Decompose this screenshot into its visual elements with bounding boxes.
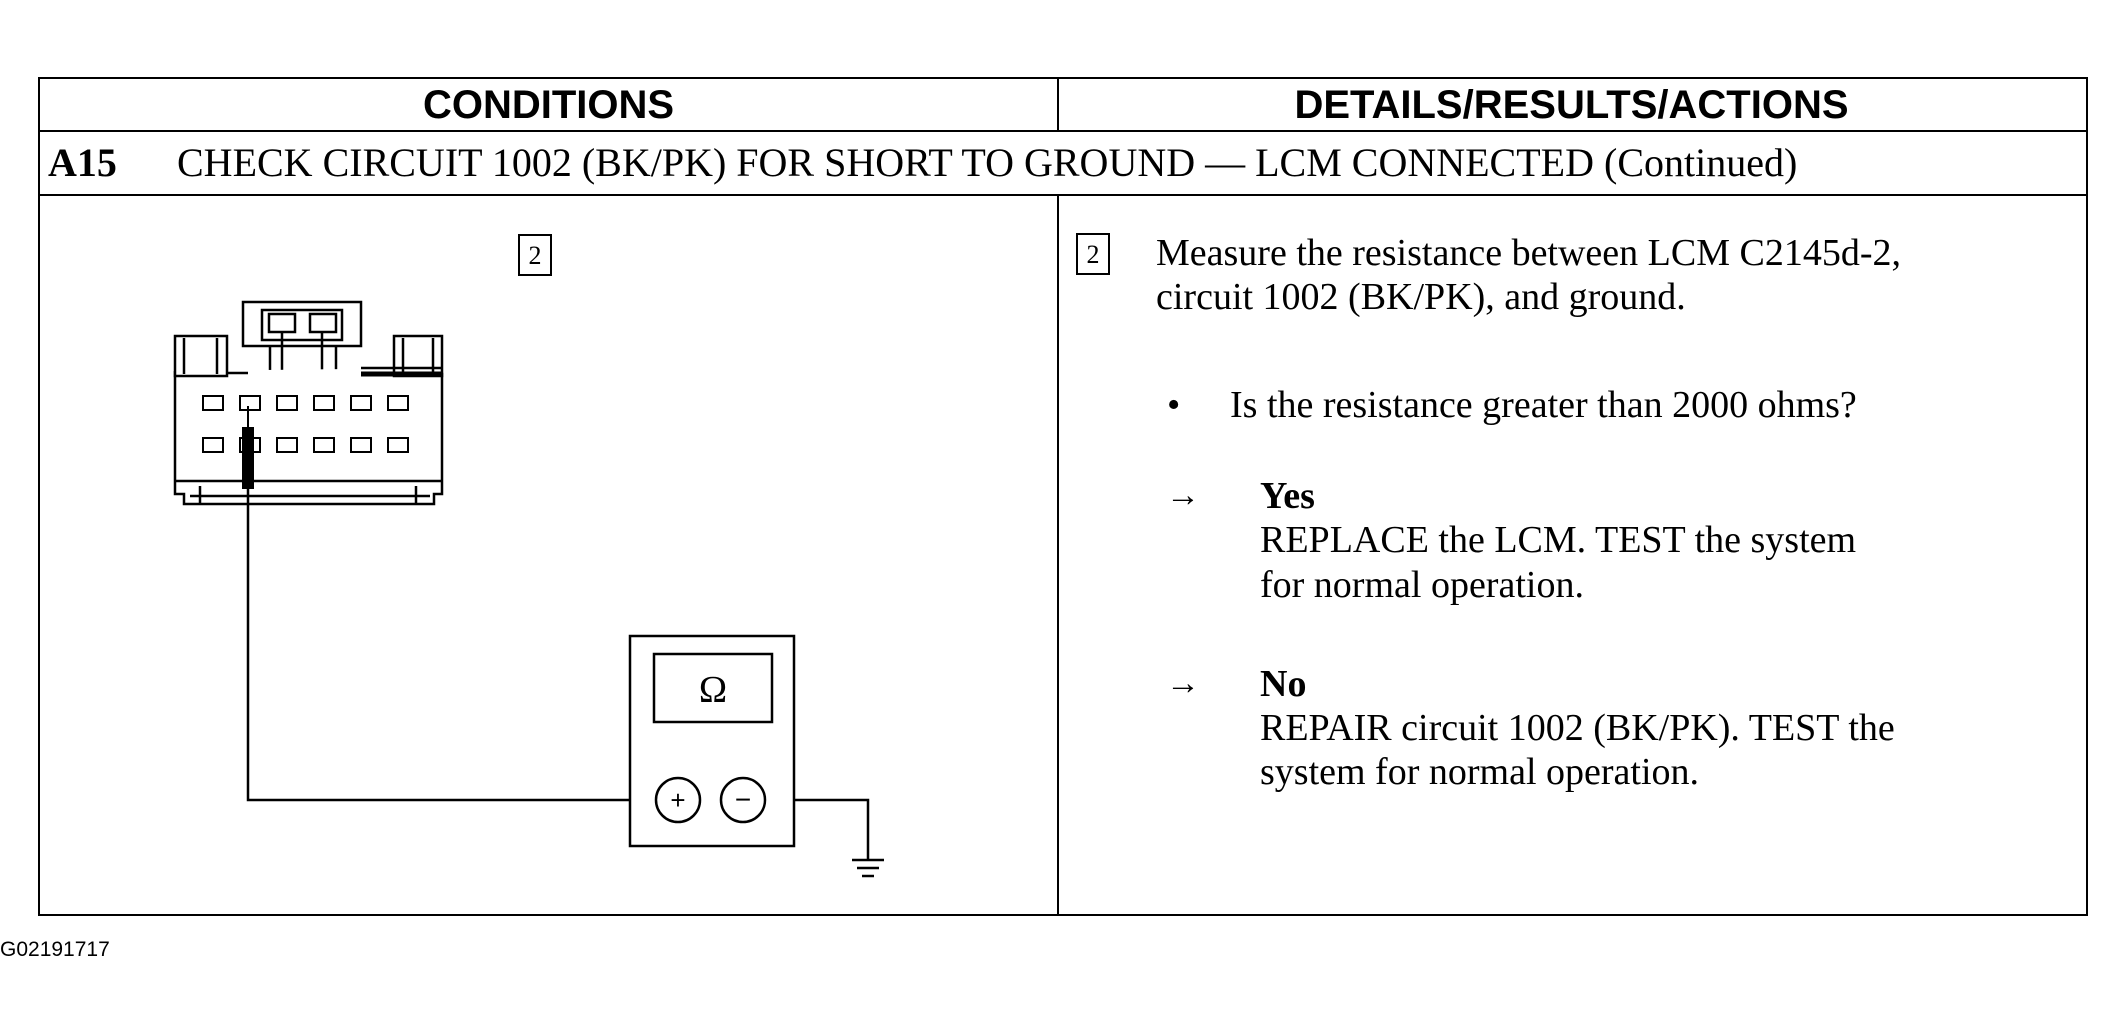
procedure-table: CONDITIONS DETAILS/RESULTS/ACTIONS A15 C… — [38, 77, 2088, 916]
figure-id: G02191717 — [0, 938, 110, 961]
instruction-line-1: Measure the resistance between LCM C2145… — [1156, 232, 1902, 274]
step-title-row: A15 CHECK CIRCUIT 1002 (BK/PK) FOR SHORT… — [40, 132, 2086, 196]
yes-action-line-1: REPLACE the LCM. TEST the system — [1260, 519, 1857, 561]
yes-action-line-2: for normal operation. — [1260, 564, 1584, 606]
plus-terminal-label: + — [670, 785, 685, 815]
minus-terminal-label: − — [735, 784, 751, 815]
ground-icon — [852, 858, 884, 878]
instruction-line-2: circuit 1002 (BK/PK), and ground. — [1156, 276, 1686, 318]
step-title: CHECK CIRCUIT 1002 (BK/PK) FOR SHORT TO … — [177, 140, 1798, 185]
step-number: A15 — [48, 140, 117, 185]
test-lead-wires — [246, 488, 870, 860]
no-arrow-icon: → — [1166, 665, 1200, 702]
conditions-diagram: 2 — [40, 196, 1057, 914]
details-header: DETAILS/RESULTS/ACTIONS — [1294, 83, 1849, 127]
diagram-step-box: 2 — [518, 234, 552, 276]
ohmmeter-icon — [628, 634, 796, 848]
question-text: Is the resistance greater than 2000 ohms… — [1230, 384, 1857, 426]
no-label: No — [1260, 663, 1307, 705]
header-divider — [1057, 79, 1059, 130]
measurement-diagram: Ω + − — [173, 300, 884, 878]
details-step-box: 2 — [1076, 233, 1110, 275]
ohm-symbol: Ω — [699, 669, 727, 711]
yes-label: Yes — [1260, 475, 1315, 517]
conditions-header: CONDITIONS — [422, 83, 675, 127]
table-header-row: CONDITIONS DETAILS/RESULTS/ACTIONS — [40, 79, 2086, 132]
no-action-line-2: system for normal operation. — [1260, 751, 1700, 793]
bullet-icon: • — [1167, 384, 1181, 426]
body-divider — [1057, 196, 1059, 914]
yes-arrow-icon: → — [1166, 477, 1200, 514]
no-action-line-1: REPAIR circuit 1002 (BK/PK). TEST the — [1260, 707, 1895, 749]
